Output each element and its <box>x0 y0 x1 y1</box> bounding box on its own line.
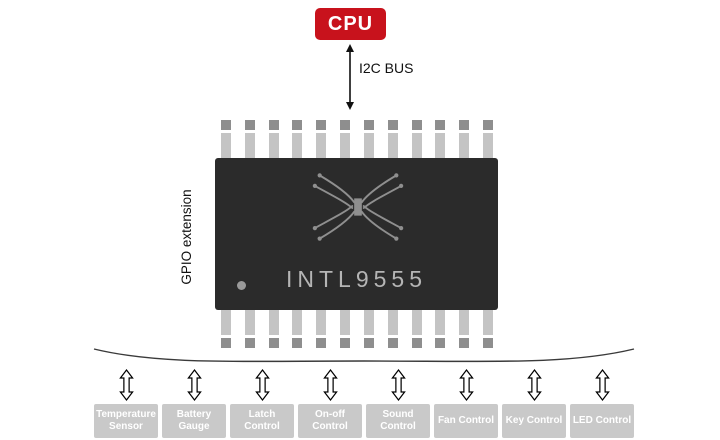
up-down-arrow-icon <box>458 369 474 401</box>
i2c-bus-arrow-icon <box>346 44 354 110</box>
chip-pin <box>411 310 422 348</box>
peripheral-label: Battery Gauge <box>176 409 212 432</box>
peripheral-column: LED Control <box>570 364 634 438</box>
chip-pin <box>268 120 279 158</box>
i2c-bus-label: I2C BUS <box>359 60 414 76</box>
up-down-arrow-icon <box>322 369 338 401</box>
gpio-extension-label: GPIO extension <box>179 189 194 285</box>
peripheral-column: Fan Control <box>434 364 498 438</box>
chip-pin <box>482 120 493 158</box>
peripheral-label: On-off Control <box>312 409 348 432</box>
chip-part-number: INTL9555 <box>285 266 427 292</box>
chip-pin <box>340 120 351 158</box>
peripheral-box: Temperature Sensor <box>94 404 158 438</box>
cpu-block: CPU <box>315 8 386 40</box>
peripheral-label: Fan Control <box>437 415 495 426</box>
peripheral-column: Battery Gauge <box>162 364 226 438</box>
up-down-arrow-icon <box>254 369 270 401</box>
peripheral-column: Temperature Sensor <box>94 364 158 438</box>
peripheral-label: Latch Control <box>244 409 280 432</box>
peripheral-box: Key Control <box>502 404 566 438</box>
chip-pin-row-top <box>221 120 493 158</box>
peripheral-column: Sound Control <box>366 364 430 438</box>
peripheral-column: Key Control <box>502 364 566 438</box>
up-down-arrow-icon <box>526 369 542 401</box>
fanout-brace <box>93 348 635 363</box>
chip-pin <box>459 120 470 158</box>
chip-pin <box>387 310 398 348</box>
chip-pin <box>316 120 327 158</box>
chip-pin <box>363 120 374 158</box>
peripheral-box: On-off Control <box>298 404 362 438</box>
chip-pin <box>244 310 255 348</box>
peripheral-box: Battery Gauge <box>162 404 226 438</box>
chip-pin <box>244 120 255 158</box>
chip-pin <box>411 120 422 158</box>
chip-pin1-dot <box>237 281 246 290</box>
chip-pin <box>363 310 374 348</box>
cpu-label: CPU <box>327 12 374 35</box>
up-down-arrow-icon <box>594 369 610 401</box>
peripheral-label: LED Control <box>572 415 632 426</box>
chip-pin <box>292 310 303 348</box>
chip-logo-icon <box>312 173 404 241</box>
peripheral-box: LED Control <box>570 404 634 438</box>
chip-pin <box>459 310 470 348</box>
chip-body <box>215 158 498 310</box>
up-down-arrow-icon <box>390 369 406 401</box>
chip-pin <box>221 120 231 158</box>
peripheral-box: Fan Control <box>434 404 498 438</box>
chip-pin <box>387 120 398 158</box>
chip-pin <box>482 310 493 348</box>
peripheral-box: Latch Control <box>230 404 294 438</box>
peripheral-label: Sound Control <box>380 409 416 432</box>
peripheral-row: Temperature Sensor Battery Gauge Latch C… <box>94 364 634 438</box>
peripheral-label: Temperature Sensor <box>96 409 156 432</box>
chip-pin <box>292 120 303 158</box>
chip-pin <box>435 120 446 158</box>
chip-pin <box>340 310 351 348</box>
chip-pin <box>435 310 446 348</box>
peripheral-label: Key Control <box>505 415 563 426</box>
peripheral-box: Sound Control <box>366 404 430 438</box>
up-down-arrow-icon <box>118 369 134 401</box>
chip-pin <box>221 310 231 348</box>
peripheral-column: Latch Control <box>230 364 294 438</box>
chip-pin <box>268 310 279 348</box>
peripheral-column: On-off Control <box>298 364 362 438</box>
chip-pin <box>316 310 327 348</box>
up-down-arrow-icon <box>186 369 202 401</box>
chip-pin-row-bottom <box>221 310 493 348</box>
